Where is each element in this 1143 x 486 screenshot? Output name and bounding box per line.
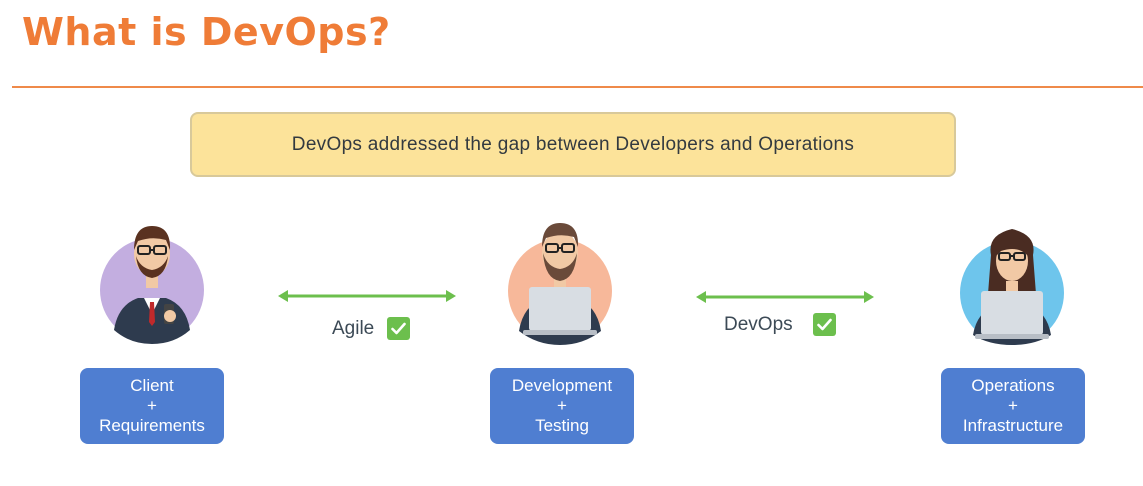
role-line: Testing [535,416,589,435]
role-line: Requirements [99,416,205,435]
agile-link-label: Agile [332,317,411,340]
client-avatar [100,226,204,344]
agile-label: Agile [332,317,375,339]
role-client-requirements: Client + Requirements [80,368,224,444]
devops-link-label: DevOps [724,313,836,336]
role-operations-infrastructure: Operations + Infrastructure [941,368,1085,444]
role-development-testing: Development + Testing [490,368,634,444]
role-plus: + [1008,396,1018,415]
role-plus: + [147,396,157,415]
agile-double-arrow [278,290,456,302]
role-line: Development [511,376,613,395]
devops-label: DevOps [724,313,793,335]
developer-avatar [508,223,612,345]
page-title: What is DevOps? [22,10,391,54]
checkmark-icon [387,317,411,340]
checkmark-icon [812,313,836,336]
role-line: Client [130,376,174,395]
gap-banner: DevOps addressed the gap between Develop… [190,112,956,177]
role-plus: + [557,396,567,415]
devops-double-arrow [696,291,874,303]
role-line: Infrastructure [962,416,1064,435]
role-line: Operations [971,376,1055,395]
title-divider [12,86,1143,88]
banner-text: DevOps addressed the gap between Develop… [291,133,855,155]
operations-avatar [960,229,1064,345]
